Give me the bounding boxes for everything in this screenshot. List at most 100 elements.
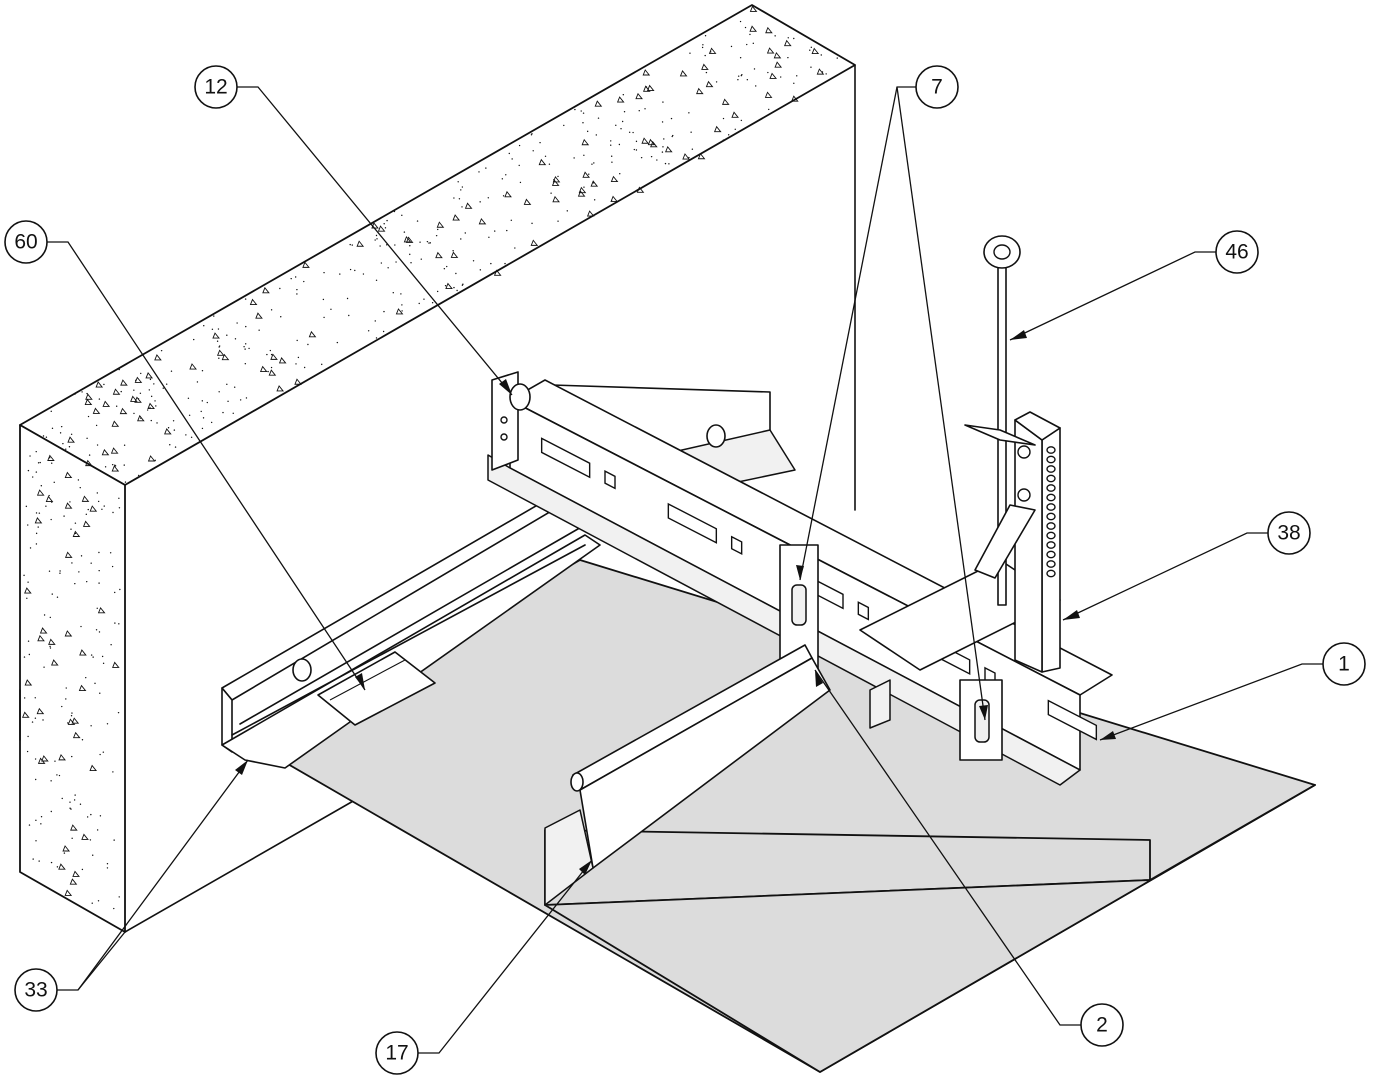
aggregate-dot — [81, 739, 84, 741]
aggregate-dot — [99, 692, 101, 694]
bracket-hole-1 — [500, 416, 508, 424]
aggregate-dot — [86, 437, 88, 440]
aggregate-dot — [65, 687, 67, 689]
aggregate-mark — [72, 731, 81, 739]
aggregate-dot — [43, 614, 46, 616]
aggregate-dot — [644, 108, 646, 110]
aggregate-dot — [518, 144, 521, 147]
aggregate-dot — [796, 75, 798, 77]
aggregate-dot — [70, 715, 73, 717]
aggregate-dot — [98, 551, 100, 554]
aggregate-mark — [582, 171, 591, 178]
aggregate-dot — [35, 532, 38, 535]
aggregate-dot — [25, 505, 28, 508]
aggregate-mark — [665, 145, 673, 153]
aggregate-mark — [58, 753, 66, 761]
aggregate-dot — [774, 35, 776, 37]
aggregate-dot — [349, 243, 351, 246]
aggregate-dot — [35, 471, 38, 473]
aggregate-dot — [43, 666, 45, 668]
aggregate-dot — [172, 420, 175, 422]
aggregate-mark — [67, 718, 76, 725]
aggregate-mark — [130, 395, 138, 402]
aggregate-mark — [85, 393, 93, 400]
aggregate-dot — [236, 322, 238, 324]
aggregate-mark — [436, 221, 445, 228]
aggregate-dot — [68, 446, 71, 448]
aggregate-dot — [201, 427, 204, 430]
aggregate-dot — [114, 591, 116, 594]
aggregate-dot — [705, 71, 708, 74]
post-adjust-hole — [1046, 484, 1056, 492]
aggregate-dot — [290, 277, 292, 280]
aggregate-dot — [825, 73, 827, 75]
aggregate-dot — [456, 289, 458, 292]
aggregate-dot — [494, 230, 496, 232]
aggregate-dot — [140, 372, 142, 375]
aggregate-dot — [42, 435, 45, 437]
aggregate-dot — [780, 76, 782, 78]
aggregate-mark — [646, 84, 655, 92]
post-adjust-hole — [1046, 465, 1056, 473]
aggregate-dot — [37, 462, 40, 464]
aggregate-dot — [49, 647, 52, 649]
aggregate-dot — [167, 427, 170, 429]
aggregate-dot — [74, 522, 77, 524]
aggregate-dot — [79, 486, 81, 489]
aggregate-mark — [259, 365, 268, 373]
aggregate-dot — [155, 405, 157, 407]
aggregate-dot — [702, 44, 704, 46]
aggregate-dot — [98, 582, 100, 584]
aggregate-mark — [493, 269, 502, 276]
aggregate-dot — [118, 497, 120, 499]
aggregate-dot — [118, 623, 120, 625]
aggregate-mark — [147, 402, 155, 410]
aggregate-dot — [457, 181, 459, 183]
aggregate-mark — [679, 70, 688, 77]
aggregate-dot — [71, 755, 73, 758]
aggregate-mark — [51, 659, 59, 666]
aggregate-mark — [450, 251, 459, 258]
aggregate-dot — [196, 381, 199, 383]
callout-46: 46 — [1215, 230, 1259, 274]
aggregate-dot — [461, 284, 464, 286]
aggregate-dot — [409, 253, 411, 256]
aggregate-dot — [146, 409, 149, 411]
aggregate-dot — [185, 434, 187, 436]
aggregate-mark — [278, 357, 287, 364]
aggregate-mark — [119, 407, 128, 415]
callout-17-circle — [375, 1031, 419, 1075]
aggregate-dot — [96, 444, 99, 446]
aggregate-dot — [502, 195, 505, 197]
aggregate-dot — [31, 476, 34, 478]
aggregate-mark — [79, 649, 87, 656]
aggregate-dot — [633, 148, 636, 151]
aggregate-dot — [248, 347, 250, 350]
aggregate-dot — [71, 712, 73, 714]
aggregate-dot — [50, 780, 52, 782]
aggregate-dot — [443, 268, 446, 270]
callout-2-circle — [1080, 1003, 1124, 1047]
aggregate-mark — [696, 87, 704, 95]
aggregate-dot — [349, 268, 352, 271]
aggregate-dot — [222, 411, 224, 414]
arrow-12 — [499, 379, 512, 395]
aggregate-dot — [593, 199, 596, 201]
aggregate-dot — [392, 292, 394, 294]
concrete-wall — [19, 4, 856, 933]
aggregate-mark — [81, 833, 89, 840]
aggregate-dot — [59, 432, 62, 434]
aggregate-dot — [154, 459, 156, 462]
leader-33b — [77, 931, 126, 991]
aggregate-dot — [243, 346, 245, 348]
aggregate-dot — [737, 79, 739, 81]
aggregate-dot — [420, 258, 422, 260]
aggregate-dot — [32, 858, 34, 860]
aggregate-dot — [746, 79, 749, 81]
aggregate-dot — [77, 479, 80, 481]
aggregate-dot — [460, 189, 462, 191]
aggregate-dot — [618, 143, 621, 146]
aggregate-dot — [504, 262, 506, 265]
aggregate-dot — [26, 750, 29, 753]
